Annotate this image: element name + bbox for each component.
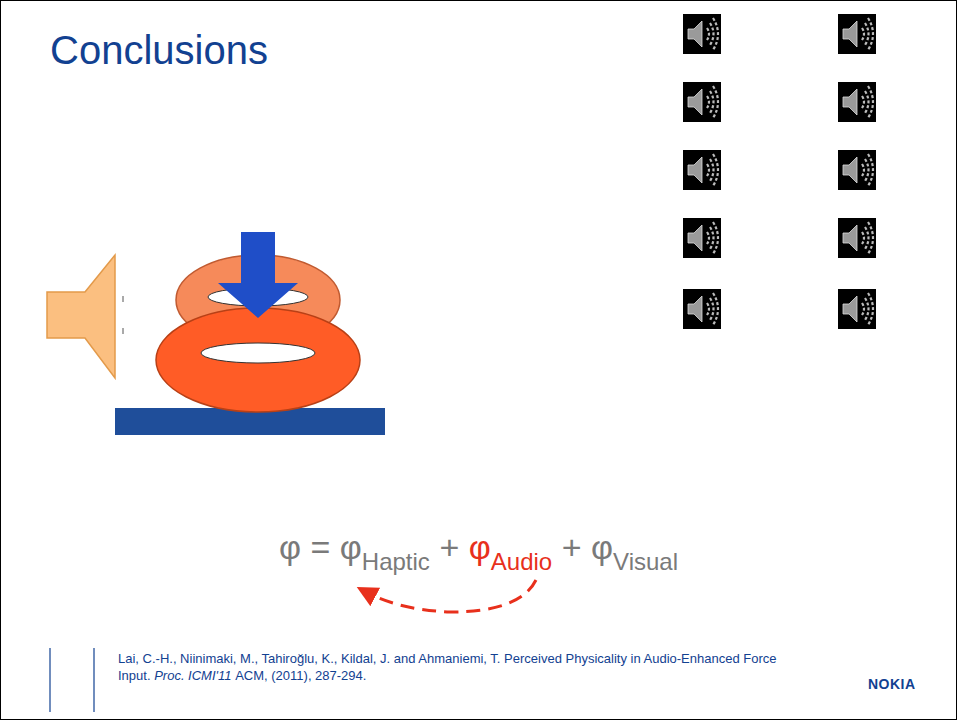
force-arrow	[218, 232, 298, 318]
sound-wave	[707, 303, 709, 315]
logo-text: NOKIA	[868, 676, 916, 692]
sound-wave	[865, 23, 869, 45]
sound-wave	[710, 159, 714, 181]
sound-icon	[838, 150, 876, 190]
formula-subscript: Audio	[491, 548, 552, 575]
sound-wave	[710, 227, 714, 249]
sound-wave	[865, 159, 869, 181]
icon-ground	[683, 289, 721, 329]
speaker-glyph	[843, 89, 857, 115]
sound-wave	[710, 298, 714, 320]
sound-wave	[713, 293, 718, 325]
sound-wave	[713, 86, 718, 118]
sound-wave	[862, 164, 864, 176]
formula: φ = φHaptic + φAudio + φVisual	[0, 528, 957, 576]
loudspeaker	[47, 255, 115, 378]
sound-icon	[838, 218, 876, 258]
tick	[123, 296, 124, 302]
sound-icon	[838, 82, 876, 122]
tick	[123, 328, 124, 334]
footer-rule	[49, 648, 50, 712]
footer-rule	[93, 648, 94, 712]
icon-ground	[838, 150, 876, 190]
sound-wave	[868, 293, 873, 325]
icon-ground	[838, 82, 876, 122]
sound-wave	[868, 86, 873, 118]
sound-wave	[865, 91, 869, 113]
sound-icon	[838, 14, 876, 54]
sound-icons	[683, 14, 876, 329]
speaker-glyph	[843, 21, 857, 47]
speaker-glyph	[688, 21, 702, 47]
sound-icon	[683, 82, 721, 122]
speaker-glyph	[843, 157, 857, 183]
sound-icon	[683, 218, 721, 258]
formula-subscript: Visual	[613, 548, 678, 575]
icon-ground	[683, 150, 721, 190]
formula-term: + φ	[562, 528, 613, 566]
sound-wave	[713, 154, 718, 186]
sound-wave	[707, 96, 709, 108]
speaker-glyph	[843, 225, 857, 251]
icon-ground	[838, 14, 876, 54]
speaker-glyph	[688, 296, 702, 322]
speaker-glyph	[688, 89, 702, 115]
sound-wave	[710, 23, 714, 45]
lower-ring	[156, 308, 360, 412]
icon-ground	[683, 218, 721, 258]
ring-hole	[201, 343, 315, 363]
dashed-arrow	[366, 580, 536, 612]
sound-wave	[865, 298, 869, 320]
sound-wave	[707, 164, 709, 176]
formula-subscript: Haptic	[362, 548, 430, 575]
sound-wave	[862, 96, 864, 108]
sound-wave	[868, 154, 873, 186]
sound-icon	[838, 289, 876, 329]
sound-icon	[683, 150, 721, 190]
sound-wave	[707, 232, 709, 244]
icon-ground	[838, 289, 876, 329]
icon-ground	[683, 82, 721, 122]
reference: Lai, C.-H., Niinimaki, M., Tahiroğlu, K.…	[118, 650, 778, 684]
formula-term: φ = φ	[279, 528, 362, 566]
sound-wave	[713, 222, 718, 254]
citation-text: ACM, (2011), 287-294.	[235, 668, 366, 683]
speaker-glyph	[688, 157, 702, 183]
sound-wave	[862, 303, 864, 315]
speaker-glyph	[843, 296, 857, 322]
icon-ground	[838, 218, 876, 258]
sound-wave	[868, 18, 873, 50]
sound-wave	[713, 18, 718, 50]
formula-term: φ	[469, 528, 491, 566]
sound-wave	[710, 91, 714, 113]
slide-title: Conclusions	[50, 28, 268, 73]
sound-wave	[865, 227, 869, 249]
logo-text: NOKIA	[868, 676, 916, 692]
speaker-glyph	[688, 225, 702, 251]
sound-wave	[862, 232, 864, 244]
sound-icon	[683, 14, 721, 54]
sound-wave	[862, 28, 864, 40]
sound-wave	[707, 28, 709, 40]
icon-ground	[683, 14, 721, 54]
formula-term: +	[439, 528, 459, 566]
sound-wave	[868, 222, 873, 254]
citation-text: Proc. ICMI'11	[154, 668, 231, 683]
sound-icon	[683, 289, 721, 329]
